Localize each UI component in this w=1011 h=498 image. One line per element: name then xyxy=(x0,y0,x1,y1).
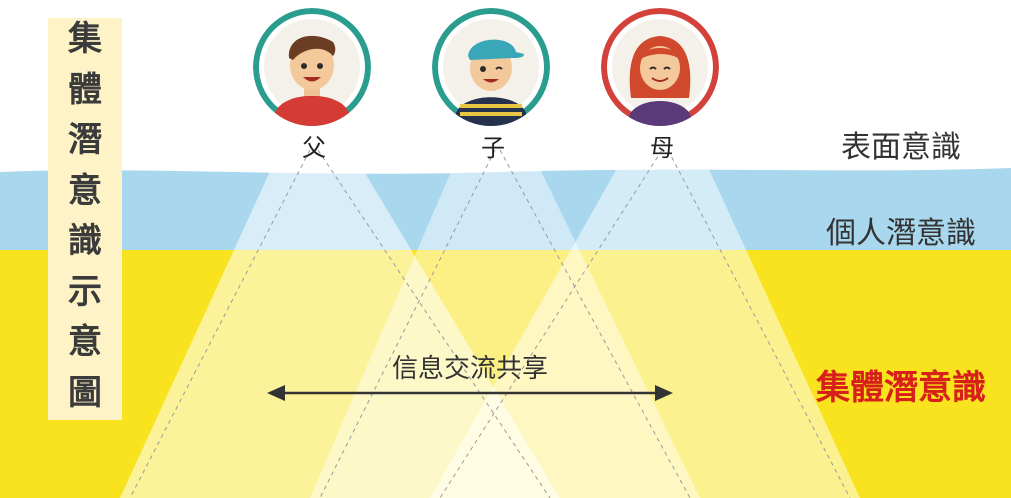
title-char: 集 xyxy=(68,19,102,59)
title-char: 潛 xyxy=(68,120,102,161)
surface-consciousness-label: 表面意識 xyxy=(841,130,961,165)
role-label-son: 子 xyxy=(481,134,505,162)
title-char: 意 xyxy=(68,322,102,363)
son-avatar-icon xyxy=(432,8,550,126)
beam-mother xyxy=(430,128,860,498)
mother-avatar-icon xyxy=(601,8,719,126)
title-char: 體 xyxy=(68,69,102,110)
collective-unconscious-label: 集體潛意識 xyxy=(816,368,986,408)
personal-unconscious-label: 個人潛意識 xyxy=(826,216,976,251)
beam-guides xyxy=(129,149,851,498)
title-char: 示 xyxy=(68,271,102,312)
role-label-father: 父 xyxy=(302,134,326,162)
father-avatar-icon xyxy=(253,8,371,126)
vertical-title: 集 體 潛 意 識 示 意 圖 xyxy=(48,18,122,420)
title-char: 圖 xyxy=(68,372,102,413)
double-arrow-icon xyxy=(267,385,673,401)
title-char: 意 xyxy=(68,170,102,211)
title-char: 識 xyxy=(68,221,102,262)
information-exchange: 信息交流共享 xyxy=(265,348,675,408)
beam-father xyxy=(120,128,560,498)
role-label-mother: 母 xyxy=(650,134,674,162)
exchange-label: 信息交流共享 xyxy=(391,354,548,384)
